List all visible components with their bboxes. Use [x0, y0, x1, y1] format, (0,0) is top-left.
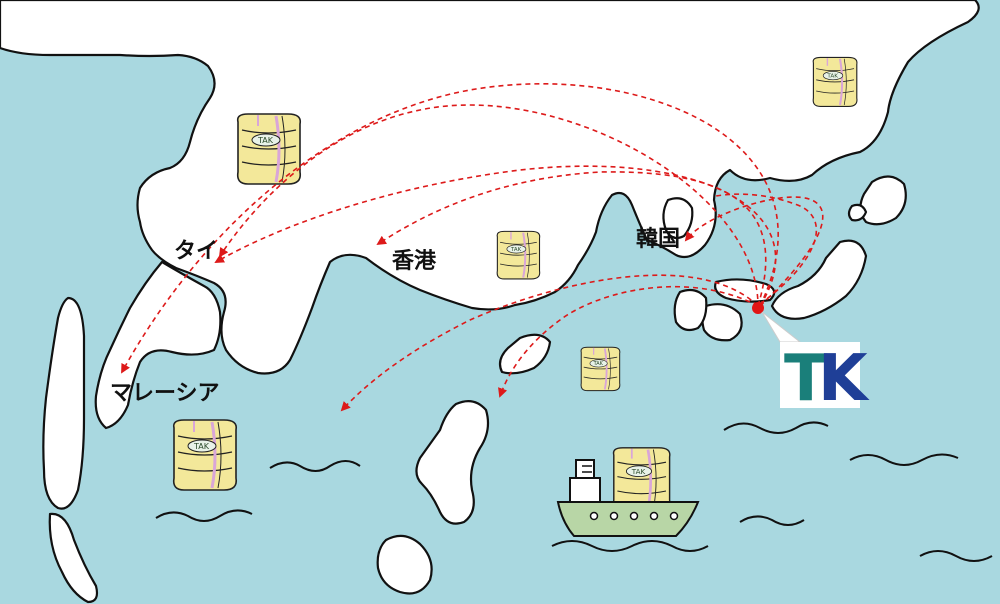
bale-tag-label: TAK	[193, 442, 210, 451]
bale-tag-label: TAK	[631, 467, 646, 476]
ship-hull	[556, 501, 700, 537]
label-malaysia: マレーシア	[110, 381, 220, 406]
label-korea: 韓国	[636, 226, 680, 252]
philippines-islands	[415, 399, 490, 525]
sea-waves	[155, 421, 993, 562]
mainland-landmass	[0, 0, 980, 375]
label-hongkong: 香港	[392, 249, 437, 274]
export-routes	[121, 83, 824, 412]
japan-north-islet	[847, 203, 868, 222]
bale-tag-label: TAK	[510, 247, 522, 253]
route-malaysia	[121, 83, 779, 374]
cotton-bale: TAK	[172, 418, 238, 492]
mindanao-island	[376, 534, 433, 595]
cotton-bale: TAK	[580, 346, 621, 392]
cotton-bale: TAK	[812, 56, 859, 108]
route-south-1	[340, 274, 759, 412]
cotton-bale: TAK	[496, 230, 541, 280]
southern-islet	[48, 512, 99, 604]
japan-kyushu	[701, 303, 743, 342]
origin-marker	[752, 302, 764, 314]
korea-island	[662, 197, 694, 240]
route-thailand-1	[218, 104, 759, 309]
japan-shikoku	[673, 288, 708, 332]
tk-logo: T K	[780, 342, 870, 416]
label-thailand: タイ	[174, 239, 218, 264]
japan-honshu	[770, 239, 868, 320]
route-south-2	[498, 285, 759, 398]
route-hongkong	[376, 171, 767, 307]
bale-tag-label: TAK	[593, 361, 604, 367]
malay-peninsula	[94, 260, 222, 430]
cotton-bale: TAK	[236, 112, 302, 186]
logo-letter-k: K	[818, 342, 870, 416]
japan-coast-strip	[714, 278, 776, 303]
sumatra-island	[42, 296, 86, 510]
taiwan-island	[498, 333, 552, 375]
logo-letter-t: T	[784, 342, 828, 416]
route-north	[715, 193, 818, 305]
cargo-ship: TAK	[551, 446, 709, 552]
route-thailand-2	[214, 165, 777, 307]
bale-tag-label: TAK	[257, 136, 274, 145]
bale-tag-label: TAK	[826, 74, 838, 80]
route-korea	[684, 196, 824, 307]
